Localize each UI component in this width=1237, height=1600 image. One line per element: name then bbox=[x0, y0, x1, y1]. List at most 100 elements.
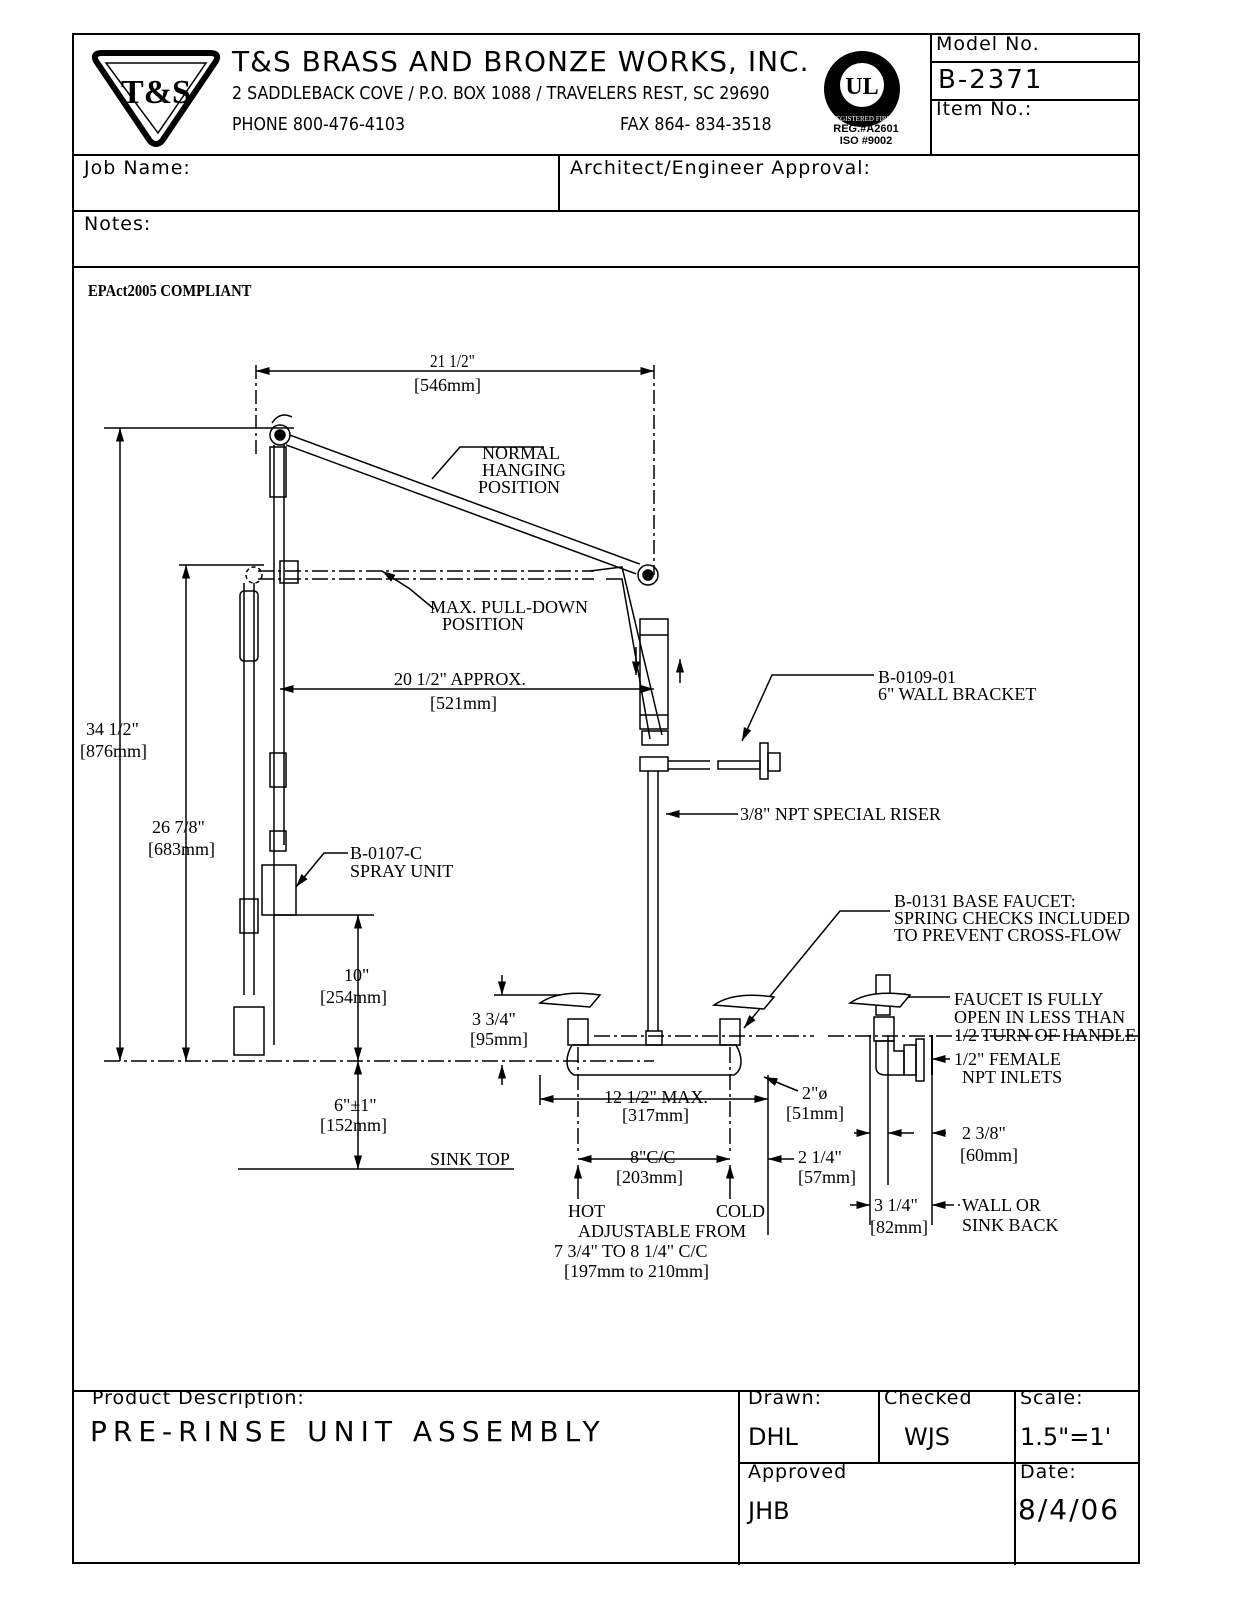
scale-value: 1.5"=1' bbox=[1020, 1423, 1112, 1451]
product-description-label: Product Description: bbox=[92, 1387, 305, 1409]
pull-coupling-mid bbox=[239, 898, 259, 934]
hot-valve bbox=[567, 1018, 589, 1046]
registration-info: REG.#A2601 ISO #9002 bbox=[826, 123, 906, 147]
side-valve bbox=[873, 1016, 895, 1042]
item-label: Item No.: bbox=[936, 98, 1033, 120]
side-body bbox=[875, 1040, 905, 1076]
leader-2dia bbox=[763, 1076, 799, 1092]
leader-base bbox=[743, 910, 890, 1029]
arm-outline-inner bbox=[286, 435, 640, 574]
company-name: T&S BRASS AND BRONZE WORKS, INC. bbox=[232, 45, 810, 78]
cold-handle bbox=[711, 994, 776, 1010]
spray-unit-pulldown bbox=[233, 1006, 265, 1056]
label-cold: COLD bbox=[716, 1201, 765, 1221]
reg-number: REG.#A2601 bbox=[833, 123, 899, 135]
drawing-sheet: T&S T&S BRASS AND BRONZE WORKS, INC. 2 S… bbox=[72, 33, 1140, 1565]
model-number: B-2371 bbox=[938, 65, 1044, 95]
dim-top-mm: [546mm] bbox=[414, 375, 481, 395]
dim-approx-label: 20 1/2" APPROX. bbox=[394, 669, 526, 689]
label-pulldown-2: POSITION bbox=[442, 614, 524, 634]
label-inlets-1: 1/2" FEMALE bbox=[954, 1049, 1061, 1069]
wall-bracket-plate bbox=[759, 742, 769, 780]
leader-normal bbox=[431, 446, 544, 480]
company-phone: PHONE 800-476-4103 bbox=[232, 114, 406, 135]
product-description-value: PRE-RINSE UNIT ASSEMBLY bbox=[90, 1415, 606, 1448]
label-open-2: OPEN IN LESS THAN bbox=[954, 1007, 1125, 1027]
job-name-label: Job Name: bbox=[84, 157, 191, 179]
label-spray-2: SPRAY UNIT bbox=[350, 861, 453, 881]
dim-2dia-mm: [51mm] bbox=[786, 1103, 844, 1123]
dim-pull-mm: [683mm] bbox=[148, 839, 215, 859]
dim-6-label: 6"±1" bbox=[334, 1095, 377, 1115]
footer-divider-2 bbox=[878, 1390, 880, 1462]
model-label: Model No. bbox=[936, 33, 1040, 55]
label-riser: 3/8" NPT SPECIAL RISER bbox=[740, 804, 941, 824]
pulldown-swivel bbox=[245, 566, 263, 584]
company-fax: FAX 864- 834-3518 bbox=[620, 114, 772, 135]
swivel-arc bbox=[271, 414, 293, 424]
dim-pull-label: 26 7/8" bbox=[152, 817, 205, 837]
date-value: 8/4/06 bbox=[1018, 1493, 1121, 1526]
model-divider-1 bbox=[930, 61, 1140, 63]
checked-value: WJS bbox=[904, 1423, 951, 1451]
dim-approx-mm: [521mm] bbox=[430, 693, 497, 713]
leader-bracket bbox=[741, 674, 874, 742]
label-pulldown-1: MAX. PULL-DOWN bbox=[430, 597, 588, 617]
job-row-bottom-rule bbox=[74, 210, 1140, 212]
label-bracket-1: B-0109-01 bbox=[878, 667, 956, 687]
label-open-3: 1/2 TURN OF HANDLE bbox=[954, 1025, 1136, 1045]
pulldown-elbow bbox=[279, 560, 299, 584]
dim-2dia-label: 2"ø bbox=[802, 1083, 827, 1103]
arm-swivel-right bbox=[637, 564, 659, 586]
ts-logo: T&S bbox=[91, 50, 221, 147]
arm-swivel-left bbox=[269, 424, 291, 446]
logo-text: T&S bbox=[121, 74, 191, 111]
hose-coupling-low bbox=[269, 830, 287, 852]
label-adjustable-3: [197mm to 210mm] bbox=[564, 1261, 709, 1281]
base-faucet-body bbox=[566, 1044, 742, 1076]
ul-text: UL bbox=[845, 74, 878, 100]
footer-divider-3 bbox=[1014, 1390, 1016, 1565]
hot-handle bbox=[537, 992, 602, 1008]
bracket-arm-a bbox=[589, 566, 663, 736]
side-handle bbox=[847, 992, 912, 1008]
dim-total-label: 34 1/2" bbox=[86, 719, 139, 739]
label-base-1: B-0131 BASE FAUCET: bbox=[894, 891, 1076, 911]
wall-bracket-rod bbox=[717, 760, 761, 770]
label-normal-1: NORMAL bbox=[482, 443, 560, 463]
label-spray-1: B-0107-C bbox=[350, 843, 422, 863]
dim-314-label: 3 1/4" bbox=[874, 1195, 918, 1215]
label-normal-3: POSITION bbox=[478, 477, 560, 497]
cold-valve bbox=[719, 1018, 741, 1046]
hose-coupling-mid bbox=[269, 752, 287, 788]
dim-top-label: 21 1/2" bbox=[430, 351, 475, 371]
dim-10-mm: [254mm] bbox=[320, 987, 387, 1007]
approved-value: JHB bbox=[748, 1497, 790, 1525]
label-normal-2: HANGING bbox=[482, 460, 566, 480]
company-address: 2 SADDLEBACK COVE / P.O. BOX 1088 / TRAV… bbox=[232, 83, 770, 104]
riser-tee bbox=[645, 1030, 663, 1046]
label-adjustable-1: ADJUSTABLE FROM bbox=[578, 1221, 746, 1241]
dim-334-mm: [95mm] bbox=[470, 1029, 528, 1049]
model-divider-2 bbox=[930, 99, 1140, 101]
riser-collar bbox=[641, 730, 669, 746]
label-open-1: FAUCET IS FULLY bbox=[954, 989, 1104, 1009]
dim-max-label: 12 1/2" MAX. bbox=[604, 1087, 708, 1107]
dim-238-label: 2 3/8" bbox=[962, 1123, 1006, 1143]
compliance-note: EPAct2005 COMPLIANT bbox=[88, 281, 252, 300]
dim-6-mm: [152mm] bbox=[320, 1115, 387, 1135]
dim-10-label: 10" bbox=[344, 965, 369, 985]
dim-334-label: 3 3/4" bbox=[472, 1009, 516, 1029]
side-flange bbox=[915, 1038, 925, 1082]
footer-divider-1 bbox=[738, 1390, 740, 1565]
dim-214-label: 2 1/4" bbox=[798, 1147, 842, 1167]
label-bracket-2: 6" WALL BRACKET bbox=[878, 684, 1036, 704]
job-architect-divider bbox=[558, 154, 560, 211]
label-base-3: TO PREVENT CROSS-FLOW bbox=[894, 925, 1121, 945]
date-label: Date: bbox=[1020, 1461, 1077, 1483]
ul-ring-text: REGISTERED FIRM bbox=[831, 115, 893, 123]
footer-mid-rule bbox=[738, 1462, 1140, 1464]
riser-clamp bbox=[639, 756, 669, 772]
leader-spray bbox=[295, 852, 348, 888]
drawn-label: Drawn: bbox=[748, 1387, 823, 1409]
